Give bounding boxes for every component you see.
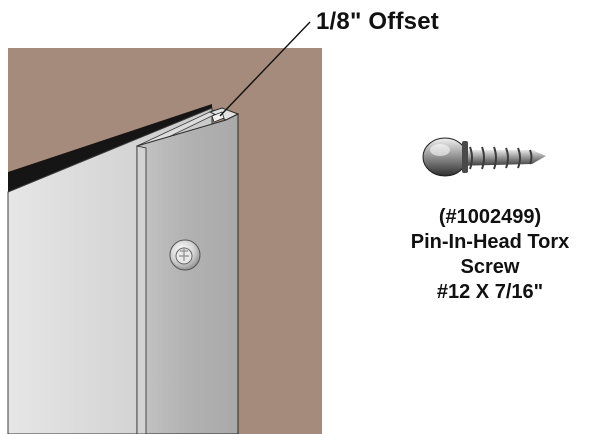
screw-name-line1: Pin-In-Head Torx [410, 231, 570, 253]
torx-screw-illustration [422, 137, 546, 177]
trim-front-face [136, 113, 239, 434]
installed-screw-head [169, 239, 201, 271]
screw-name-line2: Screw [460, 256, 520, 278]
offset-callout-label: 1/8" Offset [316, 8, 439, 35]
panel-top-edge [8, 104, 212, 192]
offset-leader-line [219, 21, 311, 117]
trim-side-edge [136, 145, 147, 434]
screw-caption: (#1002499) Pin-In-Head Torx Screw #12 X … [380, 205, 592, 305]
screw-size: #12 X 7/16" [436, 281, 544, 303]
screw-part-number: (#1002499) [438, 206, 542, 228]
